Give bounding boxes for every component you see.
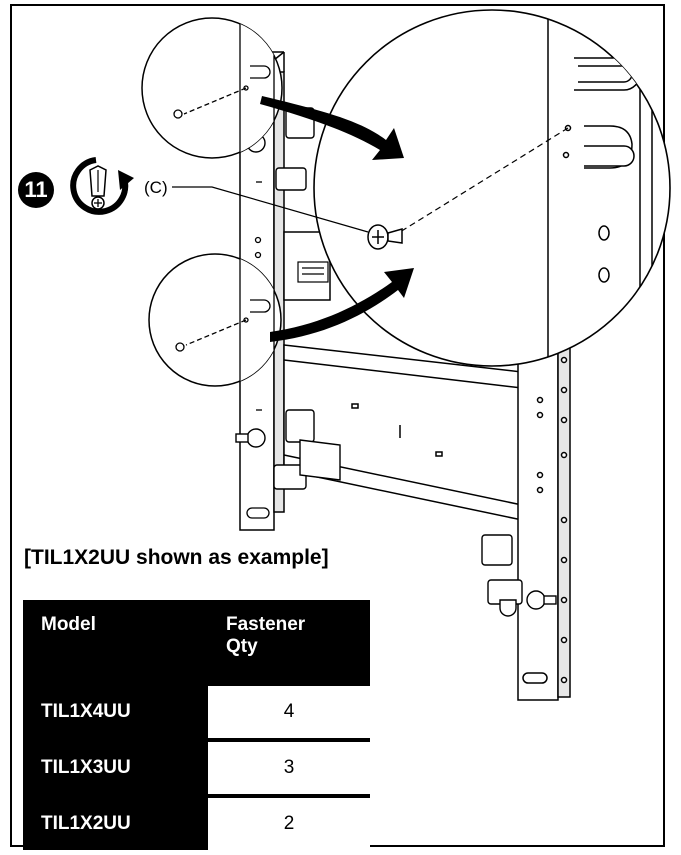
figure-caption: [TIL1X2UU shown as example] xyxy=(24,546,329,569)
cross-braces xyxy=(283,231,523,521)
qty-cell: 2 xyxy=(208,798,370,850)
zoom-arrows xyxy=(260,96,414,342)
header-model: Model xyxy=(41,614,96,635)
model-cell: TIL1X3UU xyxy=(41,757,131,778)
screwdriver-clockwise-icon xyxy=(70,157,134,215)
table-row: TIL1X2UU 2 xyxy=(23,798,370,850)
callout-label: (C) xyxy=(144,178,168,197)
step-number-badge: 11 xyxy=(18,172,54,208)
table-row: TIL1X4UU 4 xyxy=(23,686,370,738)
table-row: TIL1X3UU 3 xyxy=(23,742,370,794)
detail-magnifier-large xyxy=(313,9,671,367)
qty-cell: 4 xyxy=(208,686,370,738)
callout-leader xyxy=(172,186,369,233)
screw-icon xyxy=(367,224,403,250)
qty-cell: 3 xyxy=(208,742,370,794)
right-rail xyxy=(517,339,571,701)
model-cell: TIL1X4UU xyxy=(41,701,131,722)
brace-label-tag xyxy=(297,261,329,283)
model-cell: TIL1X2UU xyxy=(41,813,131,834)
